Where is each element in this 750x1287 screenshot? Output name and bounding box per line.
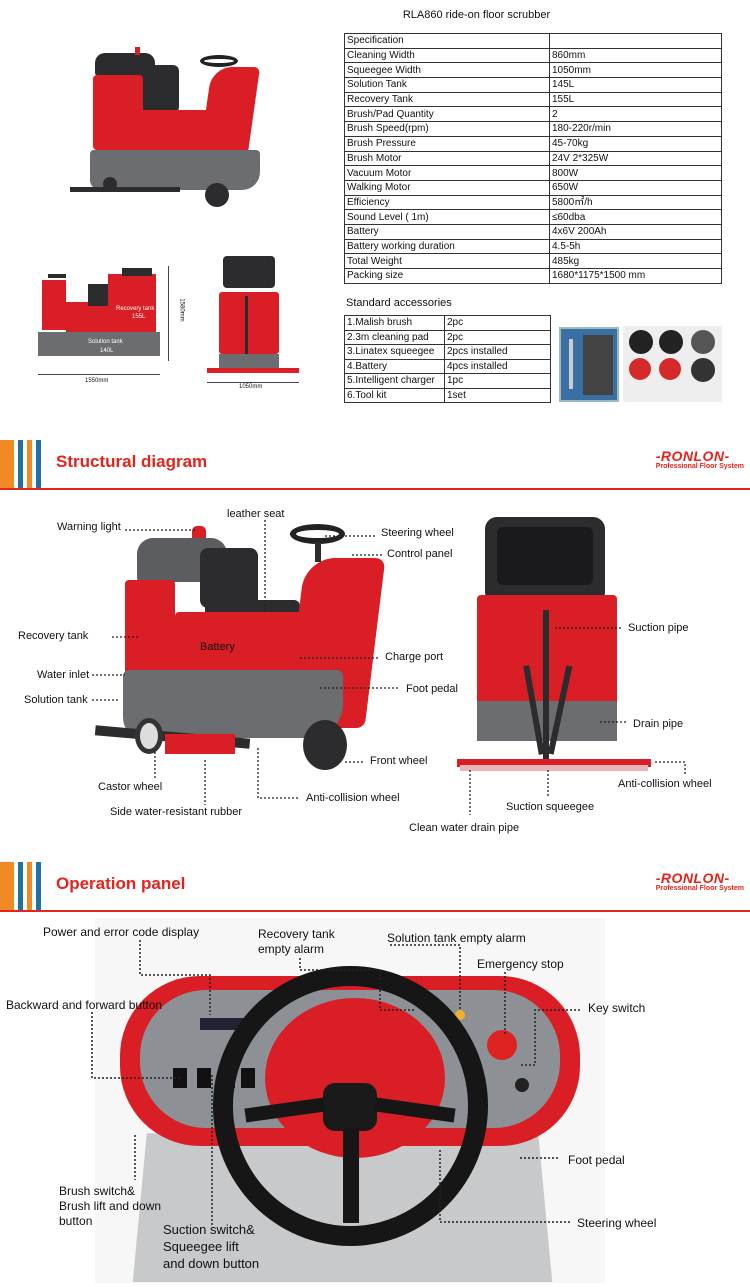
- label-drain-pipe: Drain pipe: [633, 718, 684, 730]
- label-steering-wheel: Steering wheel: [381, 527, 454, 539]
- label-suction-switch-1: Suction switch&: [163, 1222, 255, 1237]
- label-brush-switch-2: Brush lift and down: [59, 1199, 162, 1213]
- label-solution-alarm: Solution tank empty alarm: [387, 931, 526, 945]
- label-brush-switch-3: button: [59, 1214, 93, 1228]
- table-row: Sound Level ( 1m)≤60dba: [344, 209, 722, 225]
- label-key-switch: Key switch: [588, 1001, 646, 1015]
- table-cell-value: 1680*1175*1500 mm: [549, 268, 722, 284]
- document-title: RLA860 ride-on floor scrubber: [402, 9, 551, 21]
- label-power-display: Power and error code display: [43, 925, 200, 939]
- label-anti-collision-right: Anti-collision wheel: [618, 778, 712, 790]
- header-stripes: [0, 862, 46, 910]
- label-battery: Battery: [200, 641, 235, 653]
- drawing-solution-cap: 140L: [100, 348, 114, 354]
- table-cell-value: 155L: [549, 91, 722, 108]
- label-clean-water-drain: Clean water drain pipe: [409, 822, 520, 834]
- machine-side-view: [94, 520, 395, 775]
- table-row: Brush Speed(rpm)180-220r/min: [344, 121, 722, 137]
- drawing-solution-label: Solution tank: [88, 339, 123, 345]
- label-castor-wheel: Castor wheel: [98, 781, 163, 793]
- label-suction-pipe: Suction pipe: [628, 622, 689, 634]
- table-cell-label: 6.Tool kit: [344, 387, 445, 403]
- table-cell-value: 1050mm: [549, 62, 722, 79]
- drawing-width: 1050mm: [239, 384, 263, 390]
- drawing-recovery-cap: 155L: [132, 314, 146, 320]
- section-title: Structural diagram: [56, 452, 208, 471]
- machine-rear-drawing: 1050mm: [205, 252, 305, 394]
- brand-logo: -RONLON- Professional Floor System: [655, 870, 744, 892]
- toolkit-photo: [559, 327, 619, 402]
- table-cell-value: 1set: [444, 387, 551, 403]
- machine-side-drawing: Recovery tank 155L Solution tank 140L 15…: [30, 262, 185, 392]
- table-cell-value: 485kg: [549, 253, 722, 269]
- label-anti-collision-left: Anti-collision wheel: [306, 792, 400, 804]
- brush-pads-photo: [623, 326, 722, 402]
- brand-logo: -RONLON- Professional Floor System: [655, 448, 744, 470]
- label-water-inlet: Water inlet: [37, 669, 90, 681]
- table-cell-value: 145L: [549, 77, 722, 93]
- label-side-rubber: Side water-resistant rubber: [110, 806, 243, 818]
- table-cell-label: Squeegee Width: [344, 62, 550, 79]
- label-charge-port: Charge port: [385, 651, 444, 663]
- label-control-panel: Control panel: [387, 548, 453, 560]
- machine-photo-main: [65, 45, 275, 220]
- operation-panel-photo: [95, 918, 605, 1283]
- table-cell-value: 2: [549, 106, 722, 123]
- drawing-recovery-label: Recovery tank: [116, 306, 155, 312]
- machine-rear-view: [455, 515, 655, 780]
- label-front-wheel: Front wheel: [370, 755, 428, 767]
- table-cell-label: Total Weight: [344, 253, 550, 269]
- label-suction-switch-2: Squeegee lift: [163, 1239, 239, 1254]
- label-suction-switch-3: and down button: [163, 1256, 260, 1271]
- table-row: Specification: [344, 33, 722, 49]
- accessories-title: Standard accessories: [346, 297, 452, 309]
- label-warning-light: Warning light: [57, 521, 121, 533]
- drawing-length: 1550mm: [85, 378, 109, 384]
- label-emergency-stop: Emergency stop: [477, 957, 564, 971]
- label-brush-switch-1: Brush switch&: [59, 1184, 136, 1198]
- section-title: Operation panel: [56, 874, 186, 893]
- label-recovery-alarm-2: empty alarm: [258, 942, 325, 956]
- label-backward-forward: Backward and forward button: [6, 998, 163, 1012]
- section-header-structural: Structural diagram -RONLON- Professional…: [0, 440, 750, 490]
- section-header-operation: Operation panel -RONLON- Professional Fl…: [0, 862, 750, 912]
- label-foot-pedal-op: Foot pedal: [568, 1153, 625, 1167]
- table-cell-label: Brush/Pad Quantity: [344, 106, 550, 123]
- label-recovery-alarm-1: Recovery tank: [258, 927, 335, 941]
- label-leather-seat: leather seat: [227, 508, 285, 520]
- label-suction-squeegee: Suction squeegee: [506, 801, 595, 813]
- label-foot-pedal: Foot pedal: [406, 683, 458, 695]
- label-solution-tank: Solution tank: [24, 694, 88, 706]
- label-steering-wheel-op: Steering wheel: [577, 1216, 657, 1230]
- label-recovery-tank: Recovery tank: [18, 630, 89, 642]
- header-stripes: [0, 440, 46, 488]
